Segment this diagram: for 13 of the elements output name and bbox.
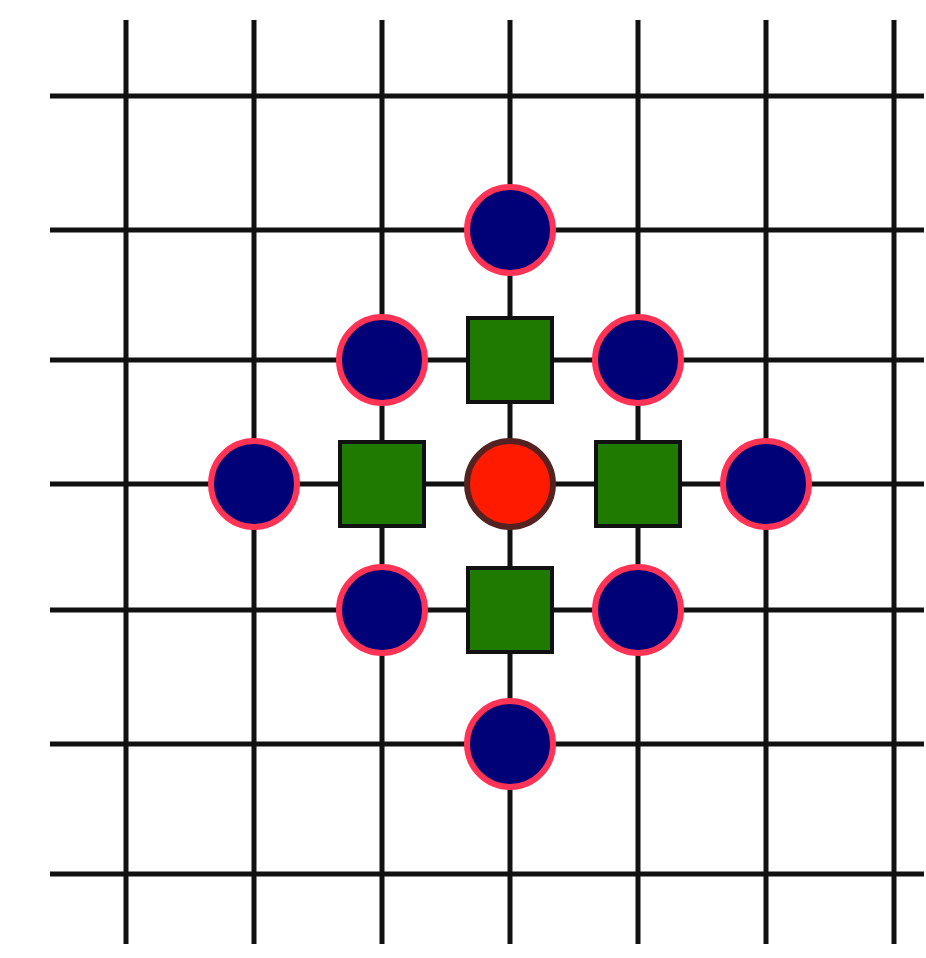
circle-piece bbox=[464, 698, 556, 790]
square-piece bbox=[594, 440, 682, 528]
circle-piece bbox=[464, 184, 556, 276]
circle-piece bbox=[592, 564, 684, 656]
square-piece bbox=[466, 566, 554, 654]
circle-piece bbox=[336, 314, 428, 406]
circle-piece bbox=[208, 438, 300, 530]
square-piece bbox=[338, 440, 426, 528]
circle-piece bbox=[464, 438, 556, 530]
square-piece bbox=[466, 316, 554, 404]
circle-piece bbox=[336, 564, 428, 656]
circle-piece bbox=[592, 314, 684, 406]
circle-piece bbox=[720, 438, 812, 530]
